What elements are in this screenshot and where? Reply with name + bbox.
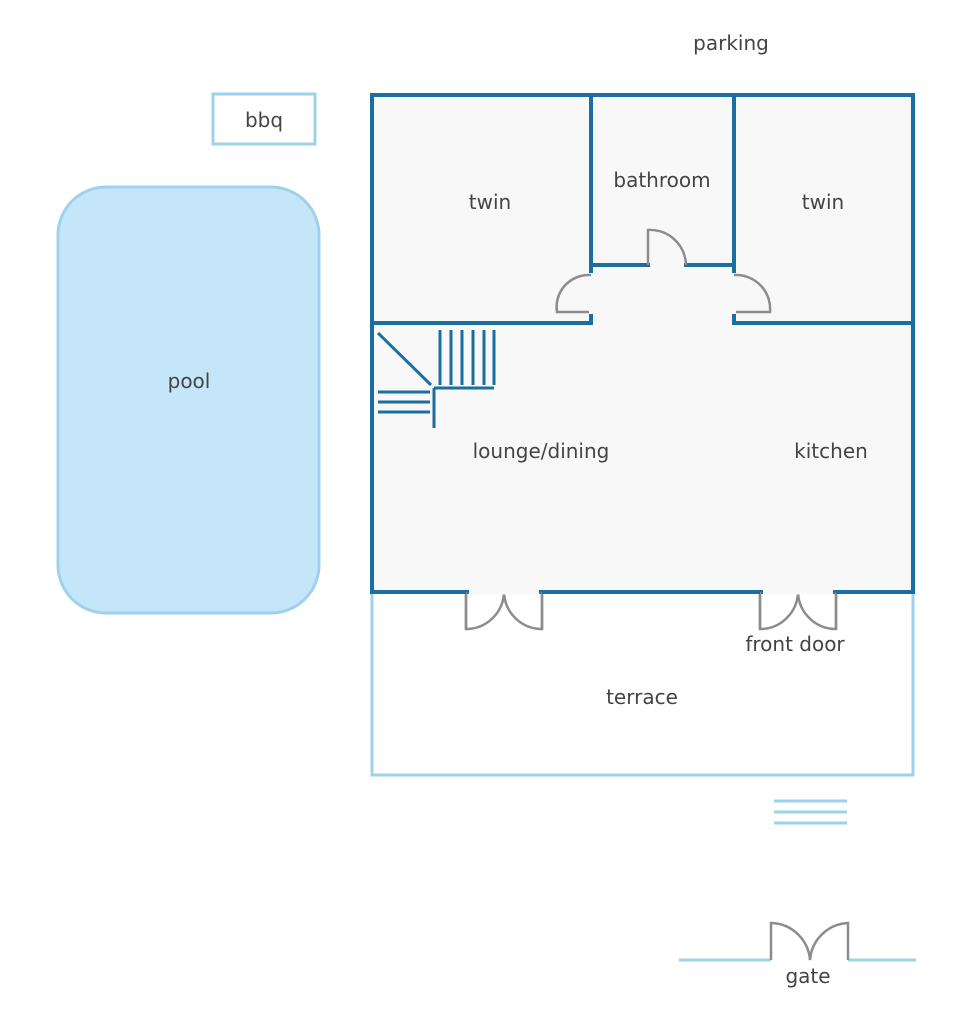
label-front-door: front door	[745, 632, 845, 656]
label-gate: gate	[785, 964, 830, 988]
bbq-box	[211, 92, 317, 146]
terrace-outline	[370, 592, 915, 777]
label-kitchen: kitchen	[794, 439, 868, 463]
label-bbq: bbq	[245, 108, 283, 132]
label-twin-left: twin	[469, 190, 511, 214]
staircase	[376, 330, 496, 428]
label-pool: pool	[168, 369, 211, 393]
gate-doors	[769, 921, 850, 961]
twin-left-door	[555, 273, 591, 314]
front-double-door	[758, 591, 838, 631]
terrace-double-door	[464, 591, 544, 631]
label-parking: parking	[693, 31, 769, 55]
bathroom-door	[646, 228, 688, 266]
twin-right-door	[734, 273, 772, 314]
terrace-steps	[774, 799, 847, 825]
label-lounge-dining: lounge/dining	[473, 439, 610, 463]
label-bathroom: bathroom	[613, 168, 710, 192]
label-twin-right: twin	[802, 190, 844, 214]
pool-area	[56, 185, 321, 615]
door-openings	[588, 273, 737, 314]
label-terrace: terrace	[606, 685, 678, 709]
